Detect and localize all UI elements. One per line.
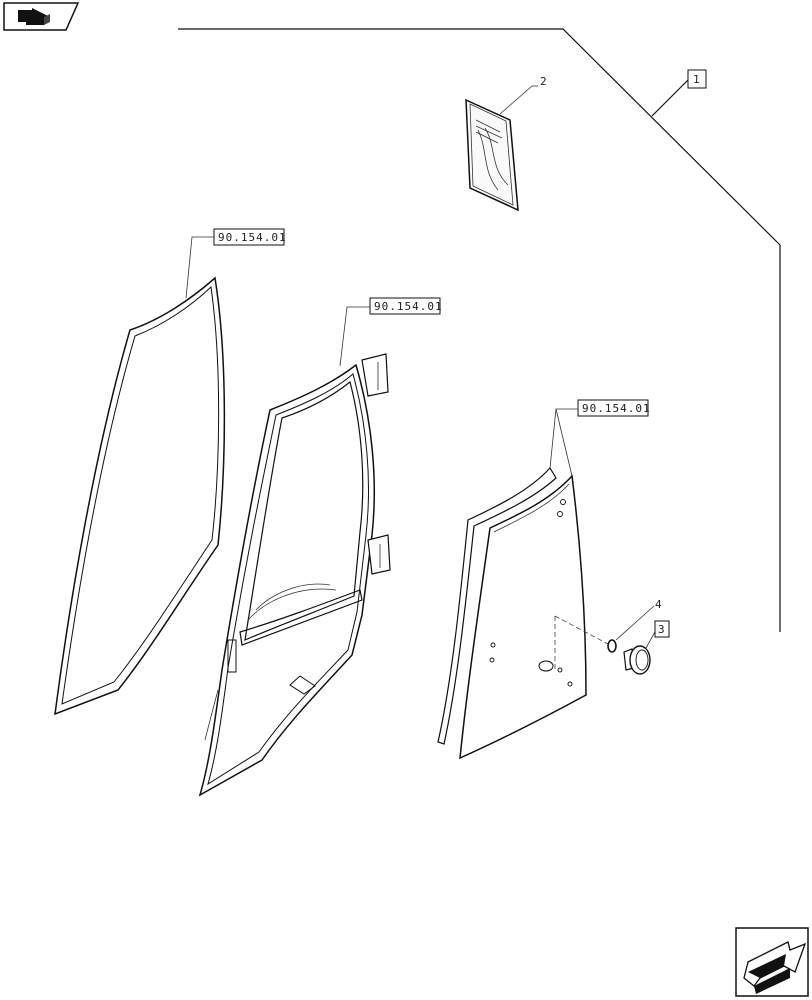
assembly-view-icon[interactable]: [3, 2, 80, 31]
callout-4: 4: [655, 598, 662, 611]
ref-box-side-window: [577, 399, 649, 417]
side-window: [437, 466, 609, 760]
ref-label-door: 90.154.01: [374, 300, 443, 313]
door-frame: [198, 353, 391, 797]
kit-bracket-line: [178, 28, 781, 632]
ref-box-door: [369, 297, 441, 315]
callout-1: 1: [693, 73, 700, 86]
o-ring: [607, 639, 617, 653]
manual-booklet: [465, 98, 519, 212]
callout-box-1: [687, 69, 707, 89]
callout-box-3: [654, 620, 670, 638]
ref-label-windscreen: 90.154.01: [218, 231, 287, 244]
ref-label-side-window: 90.154.01: [582, 402, 651, 415]
next-page-arrow-icon[interactable]: [735, 927, 809, 997]
windscreen-seal: [54, 276, 226, 716]
knob: [623, 645, 651, 675]
callout-2: 2: [540, 75, 547, 88]
callout-3: 3: [658, 623, 665, 636]
